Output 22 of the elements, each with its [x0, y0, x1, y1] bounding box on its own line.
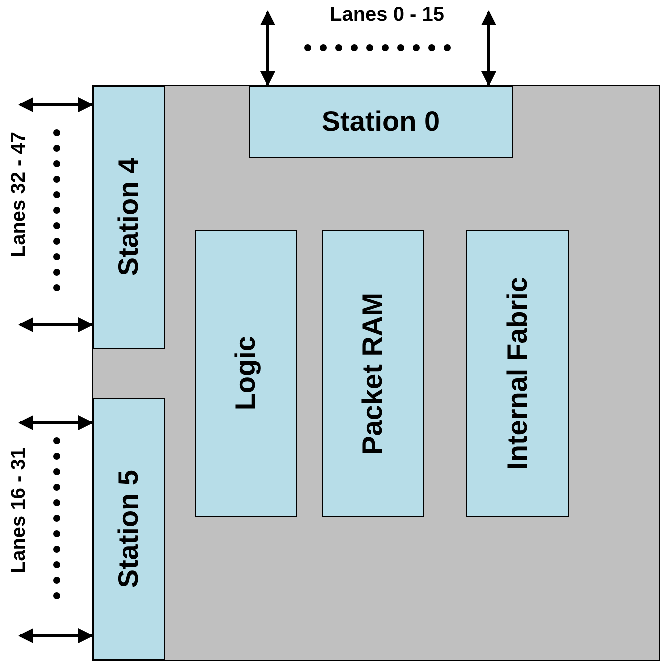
station-block — [93, 398, 165, 660]
double-arrow — [18, 98, 94, 112]
function-block — [195, 230, 297, 517]
double-arrow — [18, 628, 94, 644]
double-arrow — [260, 10, 276, 86]
block-label: Station 0 — [322, 106, 440, 138]
block-label: Station 4 — [113, 158, 145, 277]
station-block — [249, 86, 513, 158]
function-block — [466, 230, 569, 517]
block-label: Logic — [230, 336, 262, 411]
lane-range-label: Lanes 16 - 31 — [8, 448, 31, 574]
chip-body — [92, 85, 660, 661]
function-block — [322, 230, 424, 517]
double-arrow — [18, 318, 94, 332]
station-block — [93, 86, 165, 349]
block-label: Station 5 — [113, 470, 145, 588]
lane-range-label: Lanes 32 - 47 — [8, 132, 31, 258]
block-label: Packet RAM — [357, 292, 389, 454]
lane-range-label: Lanes 0 - 15 — [330, 4, 445, 27]
double-arrow — [482, 10, 496, 86]
double-arrow — [18, 416, 94, 430]
block-label: Internal Fabric — [502, 277, 534, 470]
